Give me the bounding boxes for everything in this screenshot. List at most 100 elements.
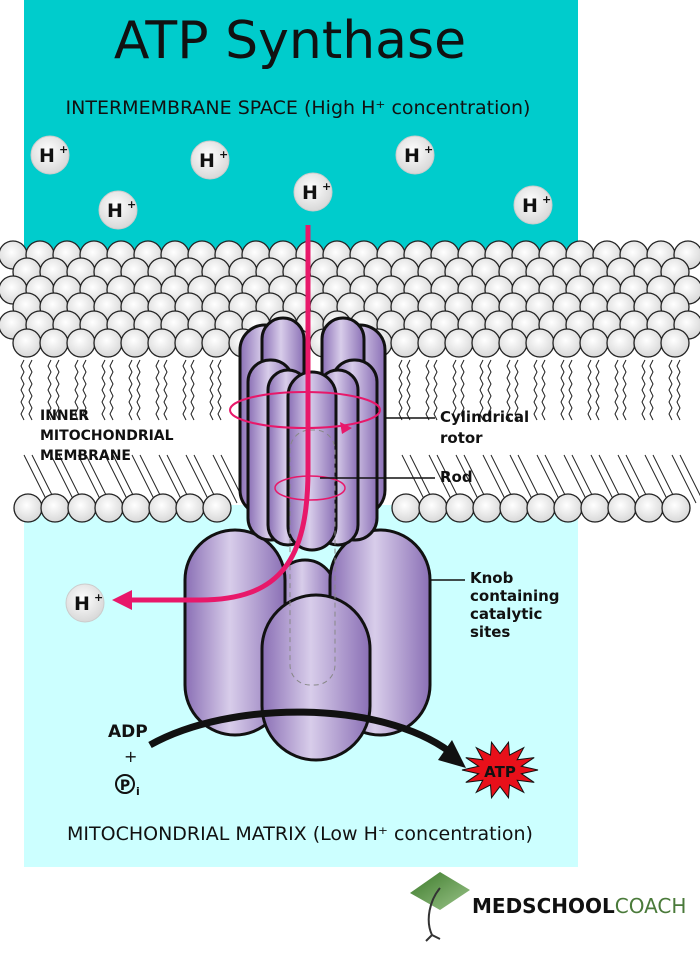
knob-label: containing — [470, 587, 560, 605]
adp-label: ADP — [108, 722, 148, 742]
logo-text-bold: MEDSCHOOL — [472, 894, 615, 918]
svg-text:H: H — [404, 145, 420, 167]
phospholipid-head — [13, 493, 43, 523]
proton-h-plus: H+ — [513, 185, 553, 225]
phospholipid-head — [444, 328, 474, 358]
knob-catalytic-head — [183, 528, 432, 762]
membrane-label: INNER MITOCHONDRIAL MEMBRANE — [40, 408, 174, 464]
stethoscope-icon — [425, 887, 441, 942]
phospholipid-head — [93, 328, 123, 358]
rotor-label: Cylindrical — [440, 408, 529, 426]
lipid-tail — [185, 454, 211, 504]
phospholipid-head — [661, 493, 691, 523]
lipid-tail — [74, 359, 79, 421]
knob-label: Knob — [470, 569, 514, 587]
lipid-tail — [217, 359, 222, 421]
svg-text:+: + — [542, 193, 551, 206]
lipid-tail — [55, 359, 60, 421]
lipid-tail — [47, 359, 52, 421]
phospholipid-head — [148, 493, 178, 523]
lipid-tail — [563, 454, 589, 504]
lipid-tail — [479, 359, 484, 421]
lipid-tail — [28, 359, 33, 421]
matrix-label: MITOCHONDRIAL MATRIX (Low H⁺ concentrati… — [67, 823, 533, 845]
rotor-label: rotor — [440, 429, 483, 447]
phospholipid-head — [67, 493, 97, 523]
phosphate-subscript: i — [136, 785, 140, 798]
lipid-tail — [590, 454, 616, 504]
svg-text:+: + — [424, 143, 433, 156]
lipid-tail — [23, 454, 49, 504]
phospholipid-head — [525, 328, 555, 358]
lipid-tail — [676, 359, 681, 421]
reaction-arrow — [148, 708, 453, 755]
rotor-rotation-arrow — [229, 391, 381, 429]
proton-h-plus: H+ — [293, 172, 333, 212]
lipid-tail — [671, 454, 697, 504]
phospholipid-head — [526, 493, 556, 523]
lipid-tail — [514, 359, 519, 421]
phospholipid-head — [498, 328, 528, 358]
knob-label: catalytic — [470, 605, 542, 623]
svg-text:MEDSCHOOLCOACH: MEDSCHOOLCOACH — [472, 894, 686, 918]
membrane-label-line: MEMBRANE — [40, 448, 131, 464]
phospholipid-head — [147, 328, 177, 358]
lipid-tail — [679, 454, 700, 497]
lipid-tail — [158, 454, 184, 504]
proton-h-plus: H+ — [30, 135, 70, 175]
phospholipid-head — [12, 328, 42, 358]
proton-h-plus: H+ — [65, 583, 105, 623]
svg-text:+: + — [94, 591, 103, 604]
callout-lines — [320, 417, 465, 581]
phospholipid-head — [418, 493, 448, 523]
svg-text:H: H — [107, 200, 123, 222]
lipid-tail — [595, 359, 600, 421]
lipid-tail — [536, 454, 562, 504]
rotor-rotation-arrowhead — [340, 422, 352, 434]
lipid-tail — [641, 359, 646, 421]
svg-text:H: H — [74, 593, 90, 615]
svg-text:+: + — [322, 180, 331, 193]
lipid-tail — [77, 454, 103, 504]
lipid-tail — [460, 359, 465, 421]
lipid-tail — [212, 454, 238, 504]
lipid-tail — [541, 359, 546, 421]
phospholipid-head — [553, 493, 583, 523]
lipid-tail — [455, 454, 481, 504]
lipid-tail — [190, 359, 195, 421]
lipid-tail — [428, 454, 454, 504]
atp-label: ATP — [484, 763, 516, 781]
lipid-tail — [560, 359, 565, 421]
reaction-arrowhead — [438, 740, 466, 768]
phospholipid-head — [120, 328, 150, 358]
lipid-tail — [617, 454, 643, 504]
lipid-tail — [155, 359, 160, 421]
lipid-tail — [425, 359, 430, 421]
phospholipid-head — [175, 493, 205, 523]
lipid-tail — [163, 359, 168, 421]
lipid-tail — [182, 359, 187, 421]
phospholipid-head — [94, 493, 124, 523]
lipid-tail — [128, 359, 133, 421]
medschoolcoach-logo: MEDSCHOOLCOACH — [410, 872, 686, 942]
proton-h-plus: H+ — [98, 190, 138, 230]
protons: H+H+H+H+H+H+H+ — [30, 135, 553, 623]
proton-path-arrow — [125, 225, 311, 603]
svg-text:+: + — [127, 198, 136, 211]
phospholipid-head — [634, 493, 664, 523]
lipid-tail — [568, 359, 573, 421]
phospholipid-head — [660, 328, 690, 358]
lipid-tail — [398, 359, 403, 421]
phospholipid-head — [201, 328, 231, 358]
lipid-tail — [533, 359, 538, 421]
membrane-label-line: MITOCHONDRIAL — [40, 428, 174, 444]
phospholipid-head — [39, 328, 69, 358]
svg-text:H: H — [302, 182, 318, 204]
proton-path-arrowhead — [112, 590, 132, 610]
knob-label: sites — [470, 623, 510, 641]
phospholipid-head — [606, 328, 636, 358]
phospholipid-head — [607, 493, 637, 523]
lipid-tail — [587, 359, 592, 421]
proton-h-plus: H+ — [395, 135, 435, 175]
